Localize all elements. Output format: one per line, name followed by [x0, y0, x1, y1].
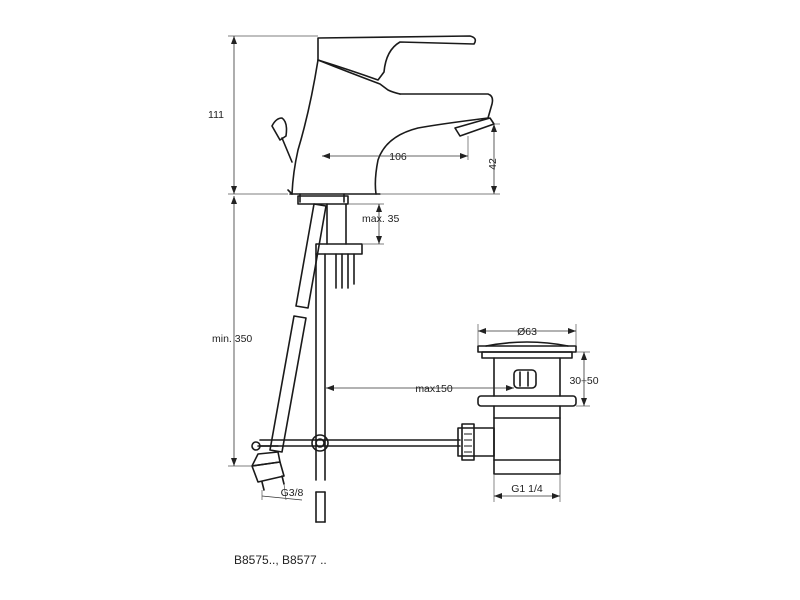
dim-hose-thread: G3/8	[281, 487, 304, 499]
model-number-label: B8575.., B8577 ..	[234, 553, 327, 567]
dim-spout-reach: 106	[389, 151, 407, 163]
dim-spout-height: 42	[487, 158, 499, 170]
dim-waste-thread: G1 1/4	[511, 483, 543, 495]
faucet	[271, 35, 495, 195]
mounting-stem	[297, 193, 363, 289]
dim-max-thickness: max. 35	[362, 213, 400, 225]
pull-rod	[315, 253, 326, 523]
dim-waste-diameter: Ø63	[517, 326, 537, 338]
waste-valve	[457, 341, 577, 475]
dim-min-hose: min. 350	[212, 333, 252, 345]
dim-height-total: 111	[208, 109, 224, 121]
flexible-hose	[251, 203, 327, 491]
dimension-lines	[228, 35, 590, 502]
connecting-rod	[259, 434, 461, 452]
dim-max-waste-dist: max150	[415, 383, 453, 395]
dim-waste-adjust: 30÷50	[569, 375, 598, 387]
